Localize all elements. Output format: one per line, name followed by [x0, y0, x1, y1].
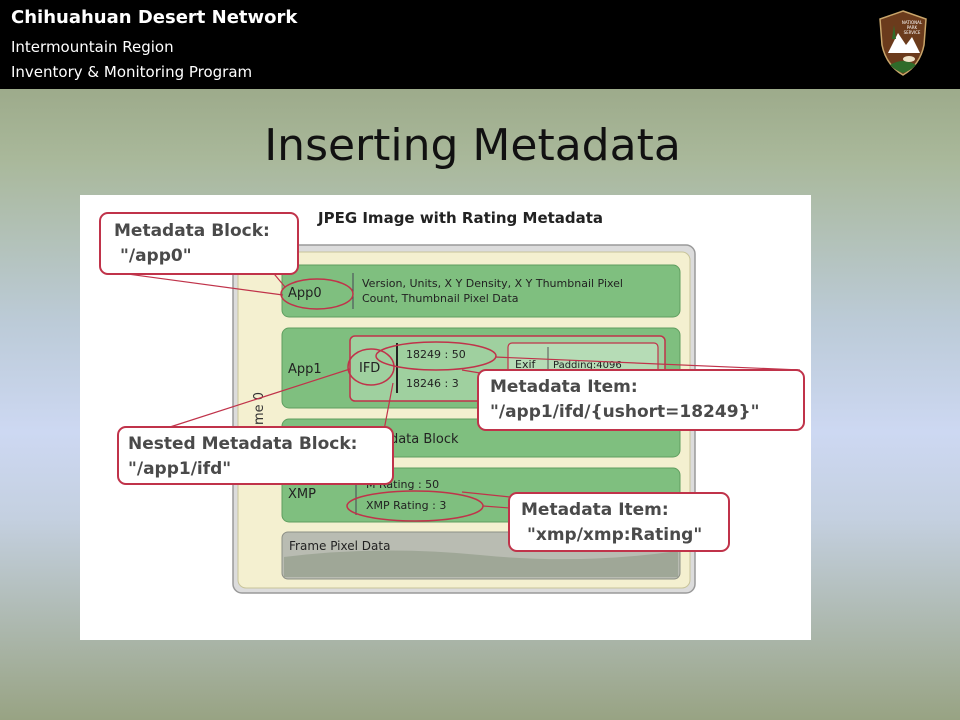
logo-text-1: NATIONAL	[902, 20, 923, 25]
callout-item-xmp-line1: Metadata Item:	[521, 500, 669, 520]
padding-label: Padding:4096	[553, 360, 622, 371]
callout-item-xmp-line2: "xmp/xmp:Rating"	[527, 525, 702, 545]
app0-highlight	[280, 278, 354, 310]
callout-nested	[117, 426, 394, 485]
ifd-label: IFD	[359, 361, 380, 376]
app0-desc-1: Version, Units, X Y Density, X Y Thumbna…	[362, 277, 623, 290]
ifd-entry-2: 18246 : 3	[406, 377, 459, 390]
ifd-entry-1: 18249 : 50	[406, 348, 466, 361]
slide-title: Inserting Metadata	[264, 120, 681, 171]
app0-block	[281, 264, 681, 318]
region-name: Intermountain Region	[11, 38, 174, 56]
app1-label: App1	[288, 362, 322, 377]
frame-label: me 0	[252, 392, 267, 425]
program-name: Inventory & Monitoring Program	[11, 63, 253, 81]
app0-desc-2: Count, Thumbnail Pixel Data	[362, 292, 519, 305]
diagram-canvas: JPEG Image with Rating Metadata me 0 App…	[99, 209, 805, 594]
network-name: Chihuahuan Desert Network	[11, 7, 298, 28]
header-bar: Chihuahuan Desert Network Intermountain …	[0, 0, 960, 89]
logo-text-3: SERVICE	[904, 30, 921, 35]
xmp-label: XMP	[288, 487, 316, 502]
callout-item-ifd-line1: Metadata Item:	[490, 377, 638, 397]
exif-label: Exif	[515, 358, 537, 371]
callout-item-ifd	[477, 369, 805, 431]
app0-label: App0	[288, 286, 322, 301]
xmp-rating-2: XMP Rating : 3	[366, 499, 446, 512]
callout-item-xmp	[508, 492, 730, 552]
callout-app0-line1: Metadata Block:	[114, 221, 270, 241]
frame-pixel-label: Frame Pixel Data	[289, 539, 390, 553]
entry-highlight	[375, 341, 497, 371]
callout-item-ifd-line2: "/app1/ifd/{ushort=18249}"	[490, 402, 759, 422]
metadata-block-label: adata Block	[382, 432, 459, 447]
logo-text-2: PARK	[907, 25, 918, 30]
callout-app0	[99, 212, 299, 275]
ifd-highlight	[347, 348, 395, 386]
nps-arrowhead-icon: NATIONAL PARK SERVICE	[879, 10, 927, 76]
callout-nested-line1: Nested Metadata Block:	[128, 434, 357, 454]
callout-app0-line2: "/app0"	[120, 246, 192, 266]
diagram-heading: JPEG Image with Rating Metadata	[317, 209, 603, 227]
callout-nested-line2: "/app1/ifd"	[128, 459, 231, 479]
metadata-diagram: JPEG Image with Rating Metadata me 0 App…	[80, 195, 811, 640]
